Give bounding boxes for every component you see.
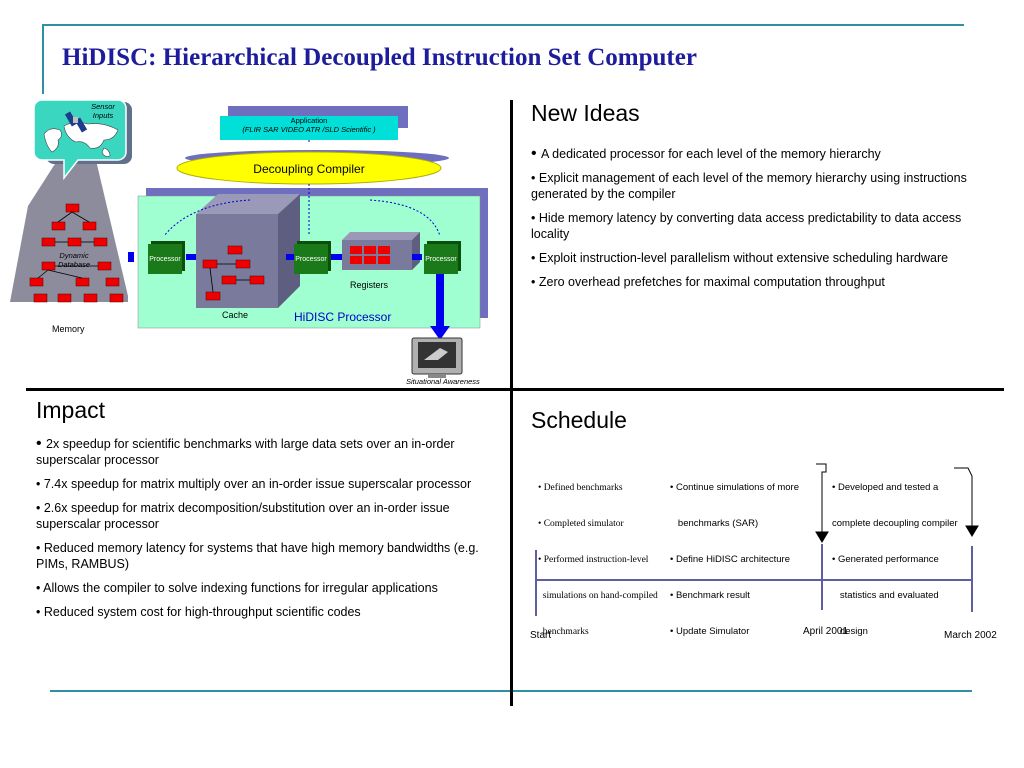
- new-ideas-item: • Explicit management of each level of t…: [531, 171, 967, 201]
- timeline-end-label: March 2002: [944, 630, 997, 641]
- schedule-heading: Schedule: [531, 407, 627, 433]
- memory-label: Memory: [52, 324, 85, 334]
- application-box: Application (FLIR SAR VIDEO ATR /SLD Sci…: [220, 116, 398, 134]
- application-subtitle: (FLIR SAR VIDEO ATR /SLD Scientific ): [242, 125, 376, 134]
- new-ideas-heading: New Ideas: [531, 100, 640, 126]
- processor-left: Processor: [148, 244, 182, 274]
- decoupling-compiler-label: Decoupling Compiler: [253, 162, 365, 176]
- vertical-divider: [510, 100, 513, 706]
- schedule-column-2: • Continue simulations of more benchmark…: [670, 482, 799, 637]
- impact-item: • Reduced memory latency for systems tha…: [36, 541, 479, 571]
- processor-middle: Processor: [294, 244, 328, 274]
- impact-item: • 7.4x speedup for matrix multiply over …: [36, 477, 472, 491]
- application-title: Application: [290, 116, 328, 125]
- impact-heading: Impact: [36, 397, 106, 423]
- schedule-column-1: • Defined benchmarks • Completed simulat…: [538, 483, 658, 637]
- diagram-graphics: [10, 99, 488, 378]
- memory-blocks: [29, 203, 124, 303]
- compiler-links: [163, 140, 441, 237]
- sensor-inputs-label: Sensor Inputs: [91, 102, 115, 120]
- cache-links: [209, 263, 250, 293]
- page-title: HiDISC: Hierarchical Decoupled Instructi…: [62, 44, 697, 71]
- impact-item: • Allows the compiler to solve indexing …: [36, 581, 438, 595]
- data-path: [128, 252, 450, 340]
- cache-label: Cache: [222, 310, 249, 320]
- dynamic-database-label: Dynamic Database: [57, 251, 91, 269]
- horizontal-divider: [26, 388, 1004, 391]
- timeline-start-label: Start: [530, 630, 552, 641]
- impact-item: • 2.6x speedup for matrix decomposition/…: [36, 501, 450, 531]
- new-ideas-item: • Zero overhead prefetches for maximal c…: [531, 275, 885, 289]
- register-blocks: [350, 246, 390, 264]
- new-ideas-item: • Exploit instruction-level parallelism …: [531, 251, 949, 265]
- processor-right: Processor: [424, 244, 458, 274]
- world-map-icon: [43, 122, 119, 157]
- timeline-arrows: [815, 463, 979, 543]
- timeline: [535, 463, 979, 616]
- new-ideas-item: • A dedicated processor for each level o…: [531, 145, 881, 162]
- situational-awareness-label: Situational Awareness: [406, 377, 480, 386]
- impact-list: • 2x speedup for scientific benchmarks w…: [36, 436, 502, 628]
- new-ideas-item: • Hide memory latency by converting data…: [531, 211, 962, 241]
- memory-links: [37, 211, 98, 279]
- hidisc-processor-label: HiDISC Processor: [294, 310, 392, 324]
- registers-label: Registers: [350, 280, 389, 290]
- monitor-icon: [411, 337, 463, 378]
- impact-item: • Reduced system cost for high-throughpu…: [36, 605, 361, 619]
- new-ideas-list: • A dedicated processor for each level o…: [531, 146, 991, 298]
- top-rule: [44, 24, 964, 26]
- timeline-mid-label: April 2001: [803, 626, 849, 637]
- left-rule: [42, 24, 44, 94]
- architecture-diagram: Sensor Inputs Application (FLIR SAR VIDE…: [0, 96, 510, 388]
- impact-item: • 2x speedup for scientific benchmarks w…: [36, 435, 455, 468]
- satellite-icon: [64, 111, 88, 133]
- schedule-column-3: • Developed and tested a complete decoup…: [832, 482, 958, 637]
